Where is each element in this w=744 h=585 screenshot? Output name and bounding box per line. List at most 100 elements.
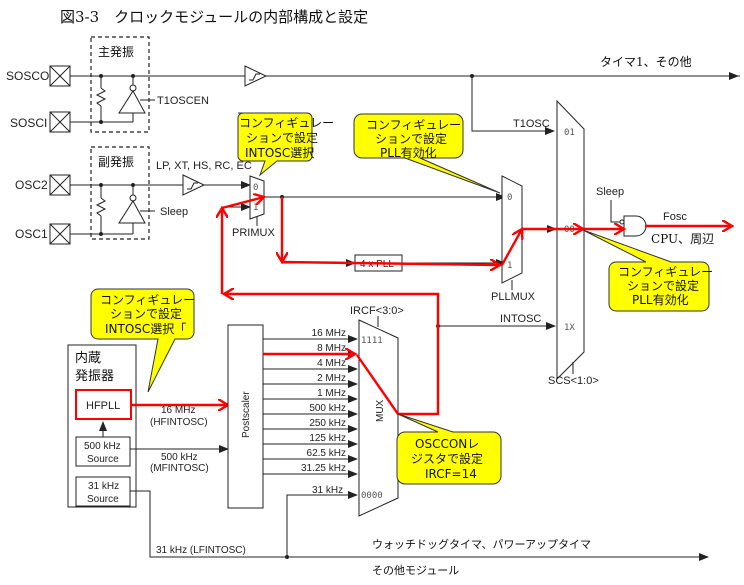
primux: 0 1 PRIMUX [222, 175, 506, 267]
fosc-label: Fosc [663, 211, 687, 223]
source-31khz-block [75, 476, 131, 507]
pllmux-port-1: 1 [507, 261, 512, 271]
pin-sosci-icon [49, 111, 71, 133]
wdt-label: ウォッチドッグタイマ、パワーアップタイマ [372, 537, 591, 551]
sub-osc-label: 副発振 [98, 155, 134, 169]
callout-line: ションで設定 [375, 131, 447, 146]
callout-line: コンフィギュレー [366, 118, 461, 132]
source-500khz-line1: 500 kHz [84, 441, 121, 452]
ircf-mux: 1111 0000 MUX IRCF<3:0> [350, 305, 404, 517]
internal-osc-label-2: 発振器 [75, 369, 114, 384]
callout-intosc-select-top: コンフィギュレー ションで設定 INTOSC選択 [237, 112, 334, 177]
pllmux-label: PLLMUX [491, 291, 536, 303]
postscaler-output-label: 1 MHz [317, 388, 346, 399]
postscaler-output-label: 62.5 kHz [307, 448, 346, 459]
hfpll-label: HFPLL [86, 400, 120, 412]
postscaler-block [227, 324, 264, 509]
lf-input-label: 31 kHz [312, 485, 343, 496]
sleep-osc-label: Sleep [160, 206, 188, 218]
figure-title: 図3-3 クロックモジュールの内部構成と設定 [60, 8, 368, 26]
pin-sosco-icon [49, 65, 71, 87]
resistor-icon [95, 87, 107, 107]
callout-line: INTOSC選択 [245, 146, 314, 160]
mux-label: MUX [375, 399, 386, 422]
pin-osc2-icon [49, 174, 71, 196]
callout-intosc-select-left: コンフィギュレー ションで設定 INTOSC選択「 [90, 288, 195, 393]
sleep-gate-label: Sleep [596, 186, 624, 198]
callout-line: PLL有効化 [632, 292, 689, 307]
sub-oscillator: OSC2 OSC1 副発振 Sleep LP, XT, HS, RC, EC [15, 146, 252, 245]
t1oscen-label: T1OSCEN [157, 95, 209, 107]
primux-port-0: 0 [253, 183, 258, 193]
pin-label-osc1: OSC1 [15, 227, 48, 241]
lf-label: 31 kHz (LFINTOSC) [156, 545, 246, 556]
main-osc-label: 主発振 [98, 45, 134, 59]
callout-line: ションで設定 [627, 278, 699, 293]
hf-name-label: (HFINTOSC) [150, 417, 208, 428]
callout-line: コンフィギュレー [239, 116, 334, 130]
intosc-label: INTOSC [500, 313, 541, 325]
source-500khz-line2: Source [87, 454, 119, 465]
source-31khz-line1: 31 kHz [88, 481, 119, 492]
pllmux: 0 1 PLLMUX [491, 175, 557, 303]
pllmux-port-0: 0 [507, 193, 512, 203]
callout-oscconf-ircf: OSCCONレ ジスタで設定 IRCF=14 [396, 413, 502, 485]
scs-mux: 01 00 1X SCS<1:0> [548, 99, 599, 387]
callout-line: コンフィギュレー [618, 265, 713, 279]
inverter-icon [118, 90, 146, 114]
resistor-icon [95, 197, 107, 217]
cpu-peripheral-label: CPU、周辺 [651, 232, 714, 246]
callout-pll-enable-right: コンフィギュレー ションで設定 PLL有効化 [582, 229, 713, 312]
callout-line: OSCCONレ [415, 437, 479, 451]
sleep-and-gate: Sleep Fosc CPU、周辺 [596, 186, 732, 246]
callout-line: コンフィギュレー [100, 293, 195, 307]
sub-osc-dashed-box [90, 146, 150, 240]
pin-osc1-icon [49, 223, 71, 245]
postscaler-outputs: 16 MHz 8 MHz 4 MHz 2 MHz 1 MHz 500 kHz 250 kHz… [263, 328, 358, 478]
hf-freq-label: 16 MHz [161, 405, 195, 416]
pin-label-sosci: SOSCI [10, 116, 47, 130]
postscaler-output-label: 125 kHz [309, 433, 346, 444]
callout-pll-enable-top: コンフィギュレー ションで設定 PLL有効化 [353, 113, 501, 194]
ircf-label: IRCF<3:0> [350, 305, 404, 317]
callout-line: IRCF=14 [425, 467, 477, 481]
internal-osc-label-1: 内蔵 [75, 350, 101, 366]
pin-label-sosco: SOSCO [6, 69, 49, 83]
main-osc-dashed-box [90, 36, 150, 133]
ircf-port-0000: 0000 [361, 491, 383, 501]
schmitt-buffer-icon [244, 65, 268, 87]
callout-line: ジスタで設定 [411, 451, 483, 466]
primux-port-1: 1 [253, 203, 258, 213]
scs-port-1x: 1X [564, 323, 575, 333]
primux-label: PRIMUX [232, 227, 275, 239]
highlight-path [222, 197, 624, 416]
main-oscillator: SOSCO SOSCI 主発振 T1OSCEN タイマ1、その他 [6, 36, 740, 135]
internal-oscillator: 内蔵 発振器 HFPLL 500 kHz Source 31 kHz Sourc… [67, 344, 137, 508]
schmitt-buffer-icon [182, 174, 206, 196]
source-31khz-line2: Source [87, 494, 119, 505]
callout-line: ションで設定 [110, 306, 182, 321]
t1osc-label: T1OSC [513, 118, 550, 130]
mf-name-label: (MFINTOSC) [150, 463, 209, 474]
other-modules-label: その他モジュール [372, 564, 459, 577]
postscaler-output-label: 250 kHz [309, 418, 346, 429]
postscaler-label: Postscaler [241, 391, 252, 438]
inverter-icon [118, 200, 146, 224]
postscaler-output-label: 2 MHz [317, 373, 346, 384]
ircf-port-1111: 1111 [361, 336, 383, 346]
postscaler-output-label: 31.25 kHz [301, 463, 346, 474]
postscaler-output-label: 500 kHz [309, 403, 346, 414]
callout-line: PLL有効化 [380, 145, 437, 160]
callout-line: ションで設定 [246, 130, 318, 145]
mf-freq-label: 500 kHz [161, 452, 198, 463]
timer1-label: タイマ1、その他 [600, 55, 692, 69]
postscaler-output-label: 4 MHz [317, 358, 346, 369]
scs-port-01: 01 [564, 128, 575, 138]
scs-label: SCS<1:0> [548, 375, 599, 387]
callout-line: INTOSC選択「 [105, 322, 186, 336]
source-500khz-block [75, 436, 131, 467]
osc-modes-label: LP, XT, HS, RC, EC [156, 160, 252, 172]
postscaler-output-label: 8 MHz [317, 343, 346, 354]
postscaler-output-label: 16 MHz [312, 328, 346, 339]
